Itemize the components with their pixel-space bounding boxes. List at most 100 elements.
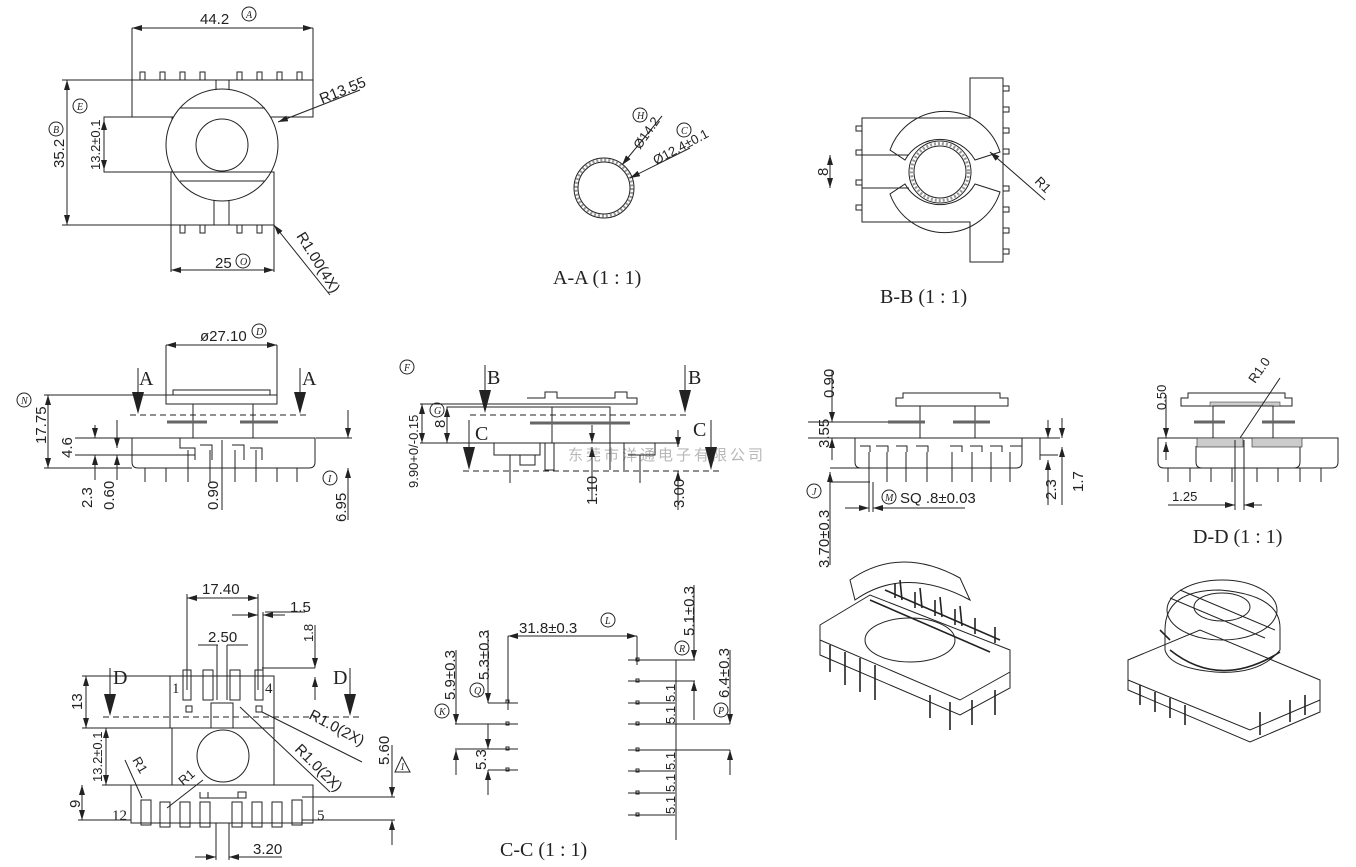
- dim-corner-radius: R1.00(4X): [293, 229, 344, 296]
- svg-text:H: H: [636, 111, 645, 122]
- svg-text:R: R: [678, 644, 685, 655]
- dim-pin-0-90: 0.90: [821, 369, 838, 398]
- dim-dd-1-25: 1.25: [1172, 489, 1197, 504]
- svg-text:C: C: [681, 126, 688, 137]
- dim-pitch-left: 5.3: [473, 749, 490, 770]
- section-arrow-a-left: A: [139, 368, 154, 390]
- dim-span: 31.8±0.3: [519, 620, 577, 637]
- dim-diameter: ø27.10: [200, 328, 247, 345]
- bottom-view: [78, 594, 411, 860]
- isometric-view-top: [1127, 579, 1321, 743]
- section-arrow-d-left: D: [113, 667, 127, 689]
- dim-pin-square: SQ .8±0.03: [900, 490, 976, 507]
- section-dd: [1157, 377, 1339, 510]
- svg-text:F: F: [403, 363, 411, 374]
- dim-pin-length: 6.95: [333, 493, 350, 522]
- dim-dd-0-50: 0.50: [1154, 385, 1169, 410]
- dim-r1-0-2x-a: R1.0(2X): [306, 707, 367, 750]
- section-dd-title: D-D (1 : 1): [1193, 526, 1282, 548]
- svg-text:I: I: [327, 474, 332, 485]
- svg-text:A: A: [245, 10, 253, 21]
- dim-p: 6.4±0.3: [716, 648, 733, 698]
- section-cc: [453, 585, 733, 840]
- callout-g: G: [429, 402, 445, 418]
- dim-total-height: 17.75: [33, 406, 50, 444]
- dim-dd-radius: R1.0: [1245, 355, 1273, 386]
- dim-3-20: 3.20: [253, 841, 282, 858]
- dim-8: 8: [815, 168, 832, 176]
- svg-text:P: P: [717, 706, 724, 717]
- dim-4-6: 4.6: [59, 437, 76, 458]
- dim-pitch: 5.1: [663, 706, 678, 724]
- callout-k: K: [434, 703, 450, 719]
- dim-2-50: 2.50: [208, 629, 237, 646]
- dim-3-00: 3.00: [671, 479, 688, 508]
- svg-text:L: L: [604, 616, 611, 627]
- callout-n: N: [16, 392, 32, 408]
- pin-label-4: 4: [265, 681, 273, 697]
- svg-text:K: K: [438, 707, 447, 718]
- top-view: [62, 25, 361, 296]
- dim-height: 35.2: [51, 139, 68, 168]
- section-arrow-a-right: A: [302, 368, 317, 390]
- callout-h: H: [632, 107, 648, 123]
- dim-q: 5.3±0.3: [476, 630, 493, 680]
- section-arrow-b-right: B: [688, 367, 701, 389]
- callout-p: P: [713, 702, 729, 718]
- pin-view: [808, 370, 1065, 565]
- dim-radius: R13.55: [317, 74, 368, 108]
- isometric-view-bottom: [819, 561, 1011, 730]
- dim-r1-left: R1: [129, 754, 150, 776]
- svg-text:Q: Q: [474, 686, 482, 697]
- section-bb-title: B-B (1 : 1): [880, 286, 967, 308]
- dim-5-60: 5.60: [376, 736, 393, 765]
- dim-width: 44.2: [200, 11, 229, 28]
- dim-1-5: 1.5: [290, 599, 311, 616]
- pin-label-5: 5: [317, 808, 325, 824]
- section-arrow-b-left: B: [487, 367, 500, 389]
- svg-text:G: G: [434, 406, 441, 417]
- svg-text:J: J: [812, 487, 817, 498]
- dim-13: 13: [69, 693, 86, 710]
- note-mark-1: 1: [400, 762, 405, 773]
- dim-inner-8: 8: [432, 420, 449, 428]
- svg-text:M: M: [884, 493, 894, 504]
- pin-label-1: 1: [172, 681, 180, 697]
- dim-pin-length-3-70: 3.70±0.3: [816, 510, 833, 568]
- dim-1-7: 1.7: [1070, 471, 1087, 492]
- callout-o: O: [235, 253, 251, 269]
- dim-r1: R1: [1032, 174, 1054, 196]
- section-arrow-c-right: C: [693, 419, 706, 441]
- section-aa-title: A-A (1 : 1): [553, 267, 641, 289]
- dim-17-40: 17.40: [202, 581, 240, 598]
- dim-pitch: 5.1: [663, 774, 678, 792]
- section-aa: [573, 115, 691, 219]
- callout-m: M: [881, 489, 897, 505]
- watermark: 东莞市洋通电子有限公司: [568, 446, 766, 464]
- front-view: [44, 342, 352, 520]
- callout-b: B: [48, 121, 64, 137]
- callout-l: L: [600, 612, 616, 628]
- dim-9: 9: [67, 800, 84, 808]
- dim-3-55: 3.55: [816, 419, 833, 448]
- dim-1-10: 1.10: [584, 476, 601, 505]
- pin-label-12: 12: [112, 808, 127, 824]
- dim-pitch: 5.1: [663, 796, 678, 814]
- dim-side-height: 9.90+0/-0.15: [406, 415, 421, 488]
- callout-i: I: [322, 470, 338, 486]
- dim-slot-13-2: 13.2±0.1: [90, 731, 105, 782]
- callout-f: F: [399, 359, 415, 375]
- svg-text:N: N: [20, 396, 29, 407]
- callout-a: A: [241, 6, 257, 22]
- dim-base: 25: [215, 255, 232, 272]
- dim-pitch: 5.1: [663, 684, 678, 702]
- section-bb: [827, 77, 1046, 263]
- dim-0-90: 0.90: [205, 481, 222, 510]
- callout-q: Q: [469, 682, 485, 698]
- svg-text:B: B: [53, 125, 59, 136]
- dim-k: 5.9±0.3: [442, 650, 459, 700]
- dim-pin-2-3: 2.3: [1043, 479, 1060, 500]
- side-view: [419, 365, 720, 510]
- dim-1-8: 1.8: [301, 624, 316, 642]
- callout-c: C: [676, 122, 692, 138]
